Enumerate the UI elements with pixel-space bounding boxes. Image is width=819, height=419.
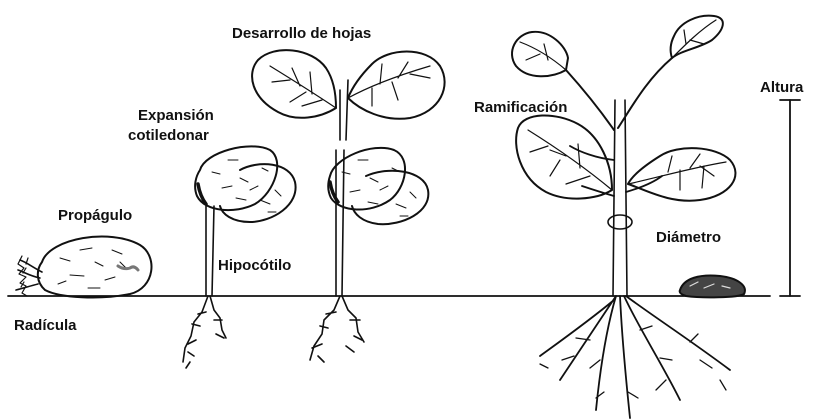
leaf-development-plant	[252, 50, 445, 362]
branched-plant	[512, 16, 735, 418]
small-propagule	[680, 276, 745, 298]
propagule-seed	[38, 237, 152, 298]
label-hipocotilo: Hipocótilo	[218, 256, 291, 275]
label-diametro: Diámetro	[656, 228, 721, 247]
label-propagulo: Propágulo	[58, 206, 132, 225]
label-expansion-line1: Expansión	[138, 106, 214, 125]
height-scale-bar	[780, 100, 800, 296]
label-expansion-line2: cotiledonar	[128, 126, 209, 145]
label-altura: Altura	[760, 78, 803, 97]
diameter-marker	[608, 215, 632, 229]
label-ramificacion: Ramificación	[474, 98, 567, 117]
label-radicula: Radícula	[14, 316, 77, 335]
label-desarrollo: Desarrollo de hojas	[232, 24, 371, 43]
